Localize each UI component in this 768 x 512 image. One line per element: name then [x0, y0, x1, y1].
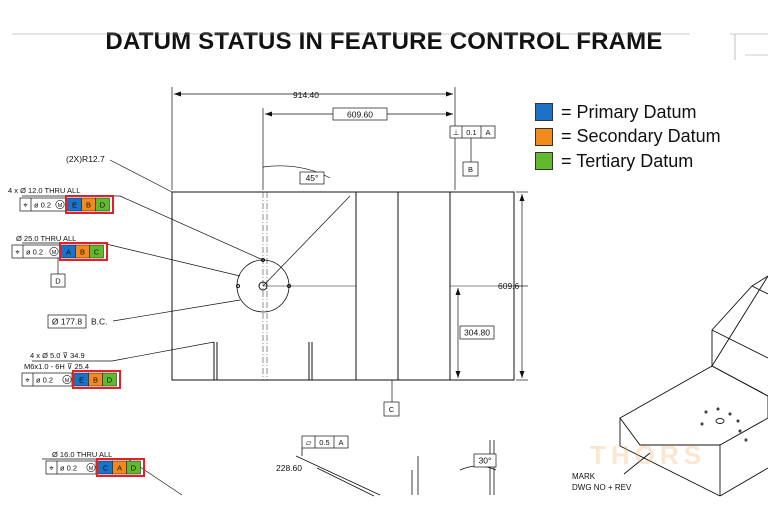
bolt-circle-value: Ø 177.8: [52, 317, 83, 327]
page-title: DATUM STATUS IN FEATURE CONTROL FRAME: [105, 28, 663, 55]
primary-swatch: [535, 103, 553, 122]
position-icon: ⌖: [25, 376, 30, 385]
legend-item-secondary: = Secondary Datum: [535, 125, 721, 150]
legend-label: = Secondary Datum: [561, 126, 721, 147]
watermark-logo: THORS: [590, 440, 706, 470]
dim-width-total: 914.40: [293, 90, 319, 100]
flatness-frame: ⏥ 0.5 A: [301, 435, 349, 449]
callout-3-note: 4 x Ø 5.0 ⊽ 34.9: [30, 351, 85, 360]
perp-tolerance: 0.1: [466, 128, 476, 137]
callout-3-datum-3: D: [107, 376, 113, 385]
perpendicularity-frame: ⊥ 0.1 A: [449, 125, 496, 139]
legend-label: = Tertiary Datum: [561, 150, 694, 171]
callout-4-mod: M: [89, 466, 94, 472]
callout-4: Ø 16.0 THRU ALL ⌖ ø 0.2 M C A D: [45, 450, 145, 477]
plate-outline: [171, 191, 515, 381]
callout-1-tol: ø 0.2: [34, 201, 51, 210]
callout-3-mod: M: [65, 378, 70, 384]
position-icon: ⌖: [15, 248, 20, 257]
callout-2-datum-2: B: [80, 248, 85, 257]
dim-angle-30: 30°: [479, 456, 492, 466]
tertiary-swatch: [535, 152, 553, 171]
lower-view-lines: [295, 440, 497, 497]
dim-width-partial: 609.60: [347, 110, 373, 120]
perp-datum: A: [485, 128, 490, 137]
legend-item-primary: = Primary Datum: [535, 100, 721, 125]
callout-1-note: 4 x Ø 12.0 THRU ALL: [8, 186, 80, 195]
callout-1-datum-2: B: [86, 201, 91, 210]
callout-1-datum-1: E: [72, 201, 77, 210]
dim-height-total: 609.6: [498, 281, 520, 291]
legend-label: = Primary Datum: [561, 101, 697, 122]
datum-tag-c: C: [389, 405, 395, 414]
callout-2-note: Ø 25.0 THRU ALL: [16, 234, 76, 243]
flatness-datum: A: [338, 438, 343, 447]
flatness-symbol: ⏥: [306, 438, 313, 447]
datum-tag-b: B: [468, 165, 473, 174]
datum-legend: = Primary Datum = Secondary Datum = Tert…: [535, 100, 721, 174]
callout-3-tol: ø 0.2: [36, 376, 53, 385]
callout-4-note: Ø 16.0 THRU ALL: [52, 450, 112, 459]
callout-3-datum-1: E: [79, 376, 84, 385]
position-icon: ⌖: [23, 201, 28, 210]
callout-4-datum-1: C: [103, 464, 109, 473]
callout-1-datum-3: D: [100, 201, 106, 210]
datum-tag-d: D: [55, 277, 61, 286]
iso-label-dwg: DWG NO + REV: [572, 483, 632, 492]
callout-4-datum-2: A: [117, 464, 122, 473]
sheet-border: [12, 33, 768, 60]
legend-item-tertiary: = Tertiary Datum: [535, 149, 721, 174]
dim-bottom: 228.60: [276, 463, 302, 473]
callout-3: 4 x Ø 5.0 ⊽ 34.9 M6x1.0 - 6H ⊽ 25.4 ⌖ ø …: [21, 351, 121, 389]
callout-1: 4 x Ø 12.0 THRU ALL ⌖ ø 0.2 M E B D: [8, 186, 114, 214]
callout-2-datum-1: A: [66, 248, 71, 257]
flatness-tolerance: 0.5: [319, 438, 329, 447]
callout-1-mod: M: [58, 203, 63, 209]
callout-3-note2: M6x1.0 - 6H ⊽ 25.4: [24, 362, 89, 371]
callout-2: Ø 25.0 THRU ALL ⌖ ø 0.2 M A B C: [11, 234, 108, 261]
callout-2-tol: ø 0.2: [26, 248, 43, 257]
iso-label-mark: MARK: [572, 472, 596, 481]
radius-note: (2X)R12.7: [66, 154, 105, 164]
callout-4-tol: ø 0.2: [60, 464, 77, 473]
callout-2-mod: M: [52, 250, 57, 256]
dimension-lines: [171, 87, 528, 381]
callout-3-datum-2: B: [93, 376, 98, 385]
dim-angle-45: 45°: [306, 173, 319, 183]
dim-height-partial: 304.80: [464, 328, 490, 338]
callout-4-datum-3: D: [131, 464, 137, 473]
isometric-view: [619, 275, 768, 497]
secondary-swatch: [535, 127, 553, 146]
callout-2-datum-3: C: [94, 248, 100, 257]
position-icon: ⌖: [49, 464, 54, 473]
dimension-arrows: [174, 91, 525, 378]
bolt-circle-suffix: B.C.: [91, 317, 108, 327]
perp-symbol: ⊥: [453, 128, 460, 137]
